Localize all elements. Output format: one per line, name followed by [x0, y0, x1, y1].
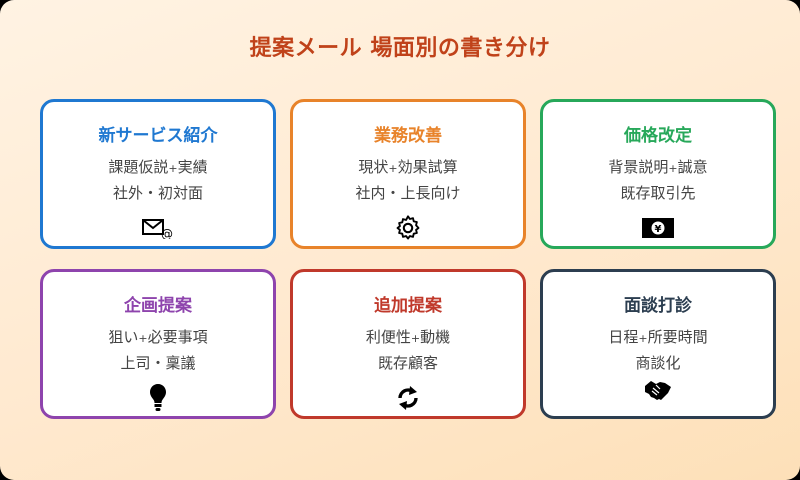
card-audience: 既存顧客 — [377, 354, 438, 372]
yen-banknote-icon: ¥ — [543, 216, 773, 240]
mail-at-icon: @ — [43, 216, 273, 240]
lightbulb-icon — [43, 384, 273, 411]
refresh-icon — [293, 386, 523, 410]
card-planning-proposal: 企画提案 狙い+必要事項 上司・稟議 — [40, 269, 276, 419]
card-title: 業務改善 — [374, 126, 442, 146]
card-point: 現状+効果試算 — [358, 158, 458, 176]
card-audience: 社内・上長向け — [355, 184, 461, 202]
card-point: 課題仮説+実績 — [108, 158, 208, 176]
card-audience: 商談化 — [635, 354, 681, 372]
handshake-icon — [543, 378, 773, 402]
card-new-service: 新サービス紹介 課題仮説+実績 社外・初対面 @ — [40, 99, 276, 249]
card-audience: 社外・初対面 — [112, 184, 203, 202]
card-audience: 上司・稟議 — [120, 354, 196, 372]
gear-icon — [293, 215, 523, 240]
card-meeting-request: 面談打診 日程+所要時間 商談化 — [540, 269, 776, 419]
card-point: 日程+所要時間 — [608, 328, 708, 346]
card-title: 面談打診 — [624, 296, 692, 316]
card-point: 狙い+必要事項 — [108, 328, 208, 346]
card-audience: 既存取引先 — [620, 184, 696, 202]
card-title: 企画提案 — [124, 296, 192, 316]
card-price-revision: 価格改定 背景説明+誠意 既存取引先 ¥ — [540, 99, 776, 249]
card-title: 追加提案 — [374, 296, 442, 316]
card-additional-proposal: 追加提案 利便性+動機 既存顧客 — [290, 269, 526, 419]
card-title: 新サービス紹介 — [98, 126, 218, 146]
card-point: 背景説明+誠意 — [608, 158, 708, 176]
card-business-improvement: 業務改善 現状+効果試算 社内・上長向け — [290, 99, 526, 249]
svg-text:¥: ¥ — [655, 224, 662, 235]
card-title: 価格改定 — [624, 126, 692, 146]
diagram-title: 提案メール 場面別の書き分け — [249, 36, 551, 61]
card-point: 利便性+動機 — [365, 328, 451, 346]
svg-text:@: @ — [161, 227, 173, 239]
